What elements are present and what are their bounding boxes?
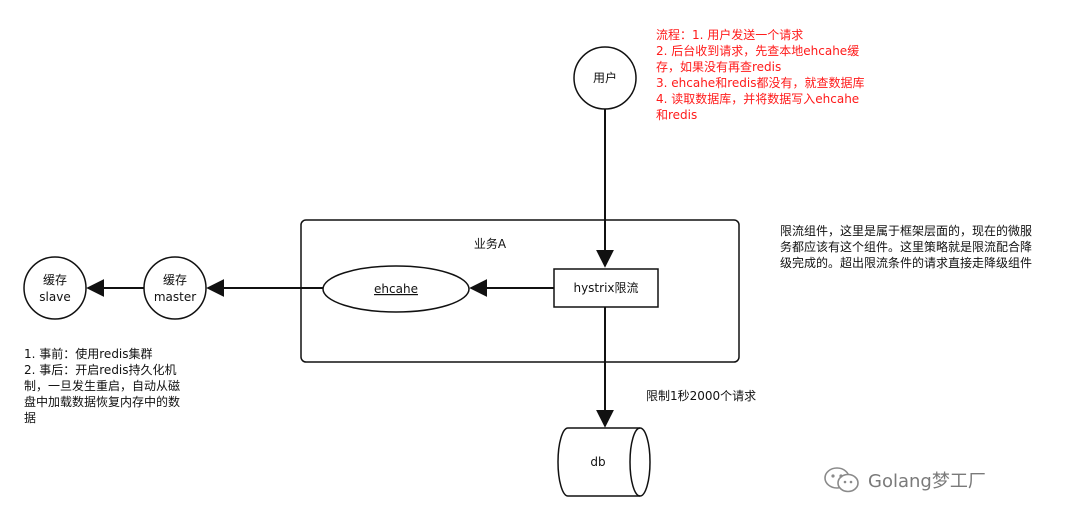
service-container (300, 219, 740, 363)
flow-line: 2. 后台收到请求，先查本地ehcahe缓 (656, 44, 860, 58)
cache-master-node (143, 256, 207, 320)
ehcahe-label: ehcahe (374, 282, 418, 296)
cache-slave-label-2: slave (39, 290, 70, 304)
db-label: db (590, 455, 605, 469)
limiter-note: 限流组件，这里是属于框架层面的，现在的微服 务都应该有这个组件。这里策略就是限流… (780, 223, 1032, 271)
limiter-line: 限流组件，这里是属于框架层面的，现在的微服 (780, 224, 1033, 238)
watermark-text: Golang梦工厂 (868, 471, 986, 492)
flow-note: 流程：1. 用户发送一个请求 2. 后台收到请求，先查本地ehcahe缓 存，如… (656, 27, 864, 123)
cache-slave-label-1: 缓存 (43, 273, 67, 287)
cache-master-label-2: master (154, 290, 196, 304)
flow-line: 和redis (656, 108, 698, 122)
rate-line: 限制1秒2000个请求 (646, 389, 757, 403)
flow-line: 流程：1. 用户发送一个请求 (656, 28, 804, 42)
wechat-icon (824, 467, 859, 493)
flow-line: 存，如果没有再查redis (656, 60, 782, 74)
flow-line: 3. ehcahe和redis都没有，就查数据库 (656, 76, 865, 90)
user-label: 用户 (593, 70, 617, 85)
hystrix-node (553, 268, 659, 308)
rate-note: 限制1秒2000个请求 (646, 388, 756, 404)
cache-slave-node (23, 256, 87, 320)
redis-line: 制，一旦发生重启，自动从磁 (24, 379, 181, 393)
redis-line: 1. 事前：使用redis集群 (24, 347, 153, 361)
redis-line: 2. 事后：开启redis持久化机 (24, 363, 177, 377)
redis-note: 1. 事前：使用redis集群 2. 事后：开启redis持久化机 制，一旦发生… (24, 346, 180, 426)
limiter-line: 务都应该有这个组件。这里策略就是限流配合降 (780, 240, 1033, 254)
limiter-line: 级完成的。超出限流条件的请求直接走降级组件 (780, 256, 1033, 270)
hystrix-label: hystrix限流 (573, 281, 638, 295)
watermark: Golang梦工厂 (822, 466, 986, 494)
redis-line: 盘中加载数据恢复内存中的数 (24, 395, 181, 409)
flow-line: 4. 读取数据库，并将数据写入ehcahe (656, 92, 860, 106)
db-node (557, 427, 651, 497)
service-label: 业务A (474, 236, 507, 251)
cache-master-label-1: 缓存 (163, 273, 187, 287)
redis-line: 据 (24, 411, 37, 425)
